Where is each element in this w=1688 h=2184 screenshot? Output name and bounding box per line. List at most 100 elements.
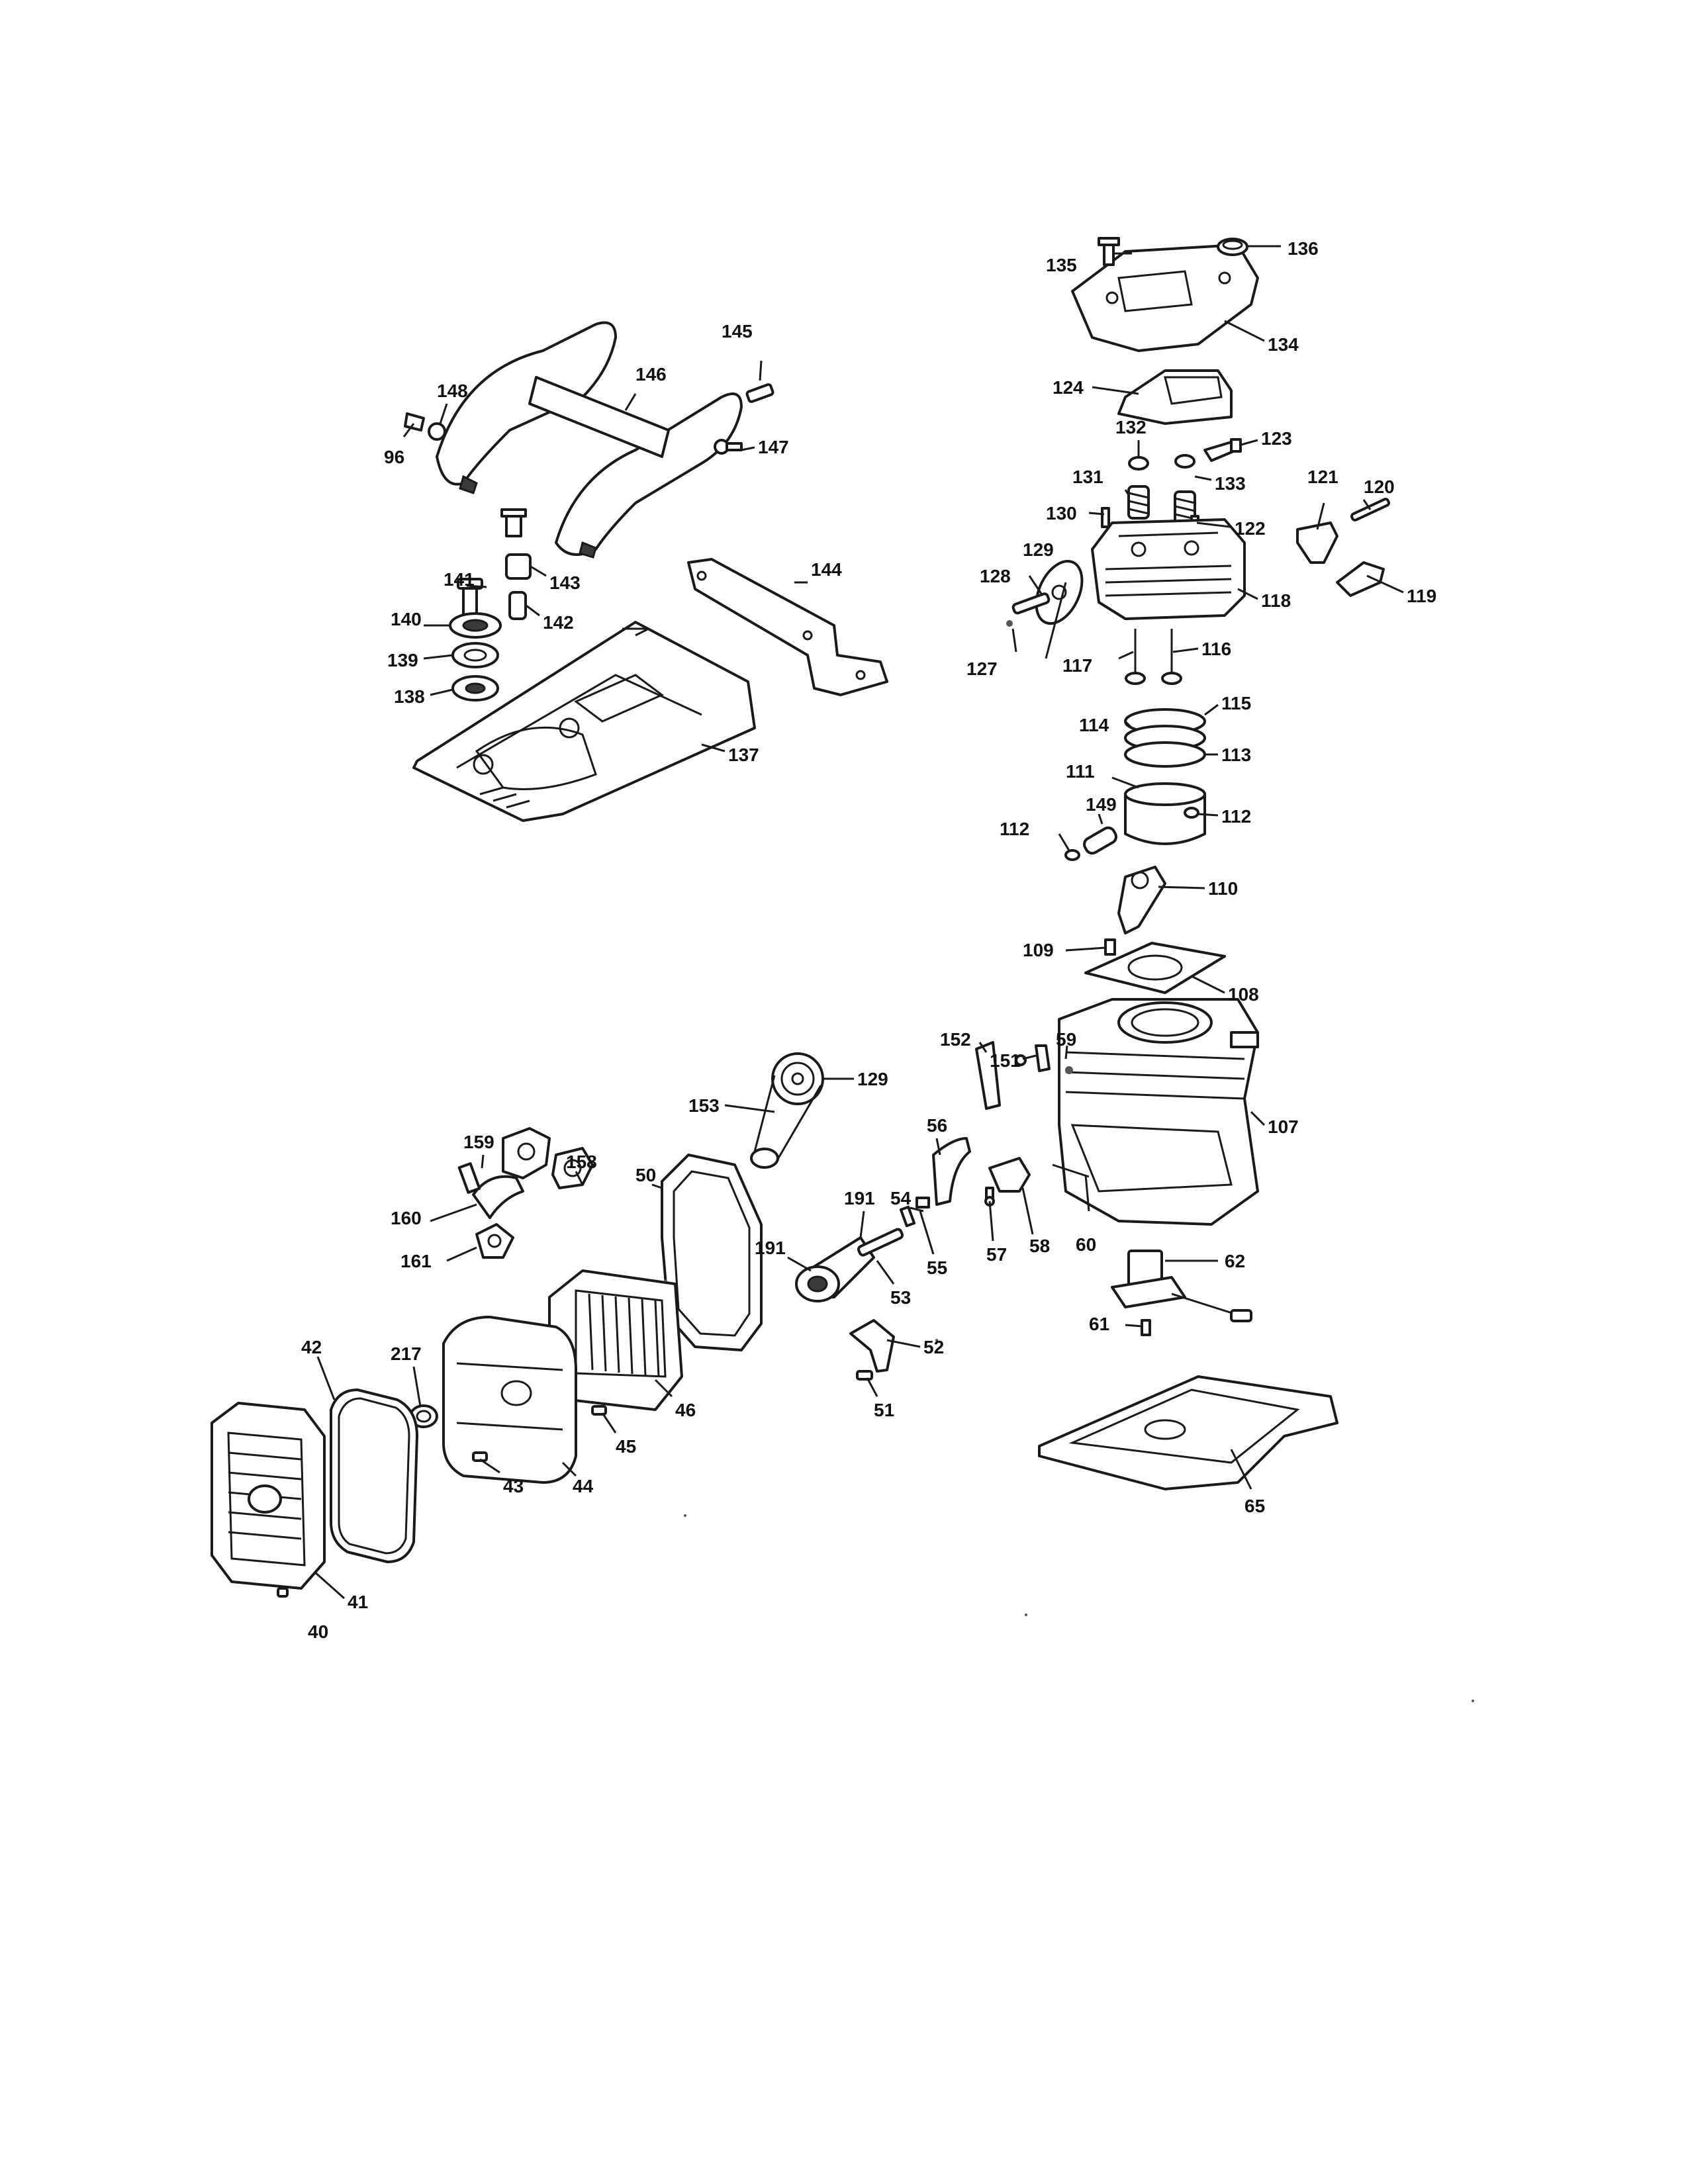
callout-124: 124 [1053,377,1084,398]
callout-121: 121 [1307,467,1338,487]
block-small-parts [975,1041,1090,1178]
callout-59: 59 [1056,1029,1076,1050]
callout-144: 144 [811,559,842,580]
callout-147: 147 [758,437,789,457]
lower-bracket [849,1319,895,1381]
muffler-guard [211,1402,326,1598]
callout-137: 137 [728,745,759,765]
cylinder-gasket [1084,938,1226,994]
callout-53: 53 [890,1287,911,1308]
callout-141: 141 [444,569,475,590]
callout-217: 217 [391,1343,422,1364]
callout-57: 57 [986,1244,1007,1265]
handle-hardware [404,383,774,455]
callout-96: 96 [384,447,404,467]
crankcase-gasket [661,1154,763,1351]
callout-143: 143 [549,572,581,593]
valves [1125,629,1182,685]
callout-139: 139 [387,650,418,670]
callout-149: 149 [1086,794,1117,815]
callout-158: 158 [566,1152,597,1172]
callout-128: 128 [980,566,1011,586]
piston-rings [1124,708,1206,768]
callout-62: 62 [1225,1251,1245,1271]
callout-129-chain: 129 [857,1069,888,1089]
connecting-rod [1117,866,1166,934]
mount-stack [449,508,532,702]
callout-113: 113 [1221,745,1251,765]
callout-117: 117 [1062,655,1092,676]
callout-51: 51 [874,1400,894,1420]
callout-153: 153 [688,1095,720,1116]
callout-61: 61 [1089,1314,1109,1334]
callout-112-left: 112 [1000,819,1029,839]
base-pan [1038,1375,1338,1490]
callout-40: 40 [308,1621,328,1642]
crankshaft [795,1228,904,1302]
callout-111: 111 [1066,761,1095,782]
callout-44: 44 [573,1476,594,1496]
cam-gear-upper [1006,559,1084,627]
governor-parts [899,1137,1031,1228]
callout-129-top: 129 [1023,539,1054,560]
rocker-parts [1296,498,1390,597]
cylinder-head [1091,518,1246,620]
callout-45: 45 [616,1436,636,1457]
spark-plug [1203,438,1242,462]
callout-142: 142 [543,612,574,633]
callout-118: 118 [1261,590,1291,611]
callout-43: 43 [503,1476,524,1496]
rear-bracket [687,558,888,696]
callout-116: 116 [1201,639,1231,659]
valve-cover [1071,237,1259,352]
callout-55: 55 [927,1257,947,1278]
callout-112-right: 112 [1221,806,1251,827]
callout-41: 41 [348,1592,368,1612]
callout-191-left: 191 [755,1238,786,1258]
engine-block [1058,998,1259,1226]
callout-122: 122 [1235,518,1266,539]
callout-134: 134 [1268,334,1299,355]
callout-109: 109 [1023,940,1054,960]
leader-lines [314,245,1404,1600]
base-plate [412,621,756,822]
rocker-cover-gasket [1117,369,1233,425]
ignition-coil [1111,1250,1252,1336]
callout-65: 65 [1244,1496,1265,1516]
callout-151: 151 [990,1050,1021,1071]
callout-160: 160 [391,1208,422,1228]
muffler [442,1316,577,1484]
muffler-seal [330,1388,418,1563]
callout-60: 60 [1076,1234,1096,1255]
callout-136: 136 [1288,238,1319,259]
callout-161: 161 [400,1251,432,1271]
callout-123: 123 [1261,428,1292,449]
valve-springs [1101,454,1199,535]
callout-114: 114 [1079,715,1109,735]
callout-120: 120 [1364,477,1395,497]
callout-108: 108 [1228,984,1259,1005]
handle-assembly [436,321,743,559]
callout-50: 50 [635,1165,656,1185]
callout-135: 135 [1046,255,1077,275]
callout-152: 152 [940,1029,971,1050]
callout-133: 133 [1215,473,1246,494]
exhaust-gaskets [457,1127,594,1259]
callout-140: 140 [391,609,422,629]
callout-46: 46 [675,1400,696,1420]
callout-132: 132 [1115,417,1147,437]
callout-54: 54 [890,1188,912,1208]
scan-specks [664,1279,1474,1702]
callout-115: 115 [1221,693,1251,713]
callout-107: 107 [1268,1116,1299,1137]
callout-138: 138 [394,686,425,707]
callout-131: 131 [1072,467,1103,487]
callout-119: 119 [1407,586,1436,606]
muffler-hardware [409,1404,607,1462]
callout-52: 52 [923,1337,944,1357]
callout-130: 130 [1046,503,1077,523]
piston [1064,782,1206,861]
callout-145: 145 [722,321,753,341]
callout-42: 42 [301,1337,322,1357]
